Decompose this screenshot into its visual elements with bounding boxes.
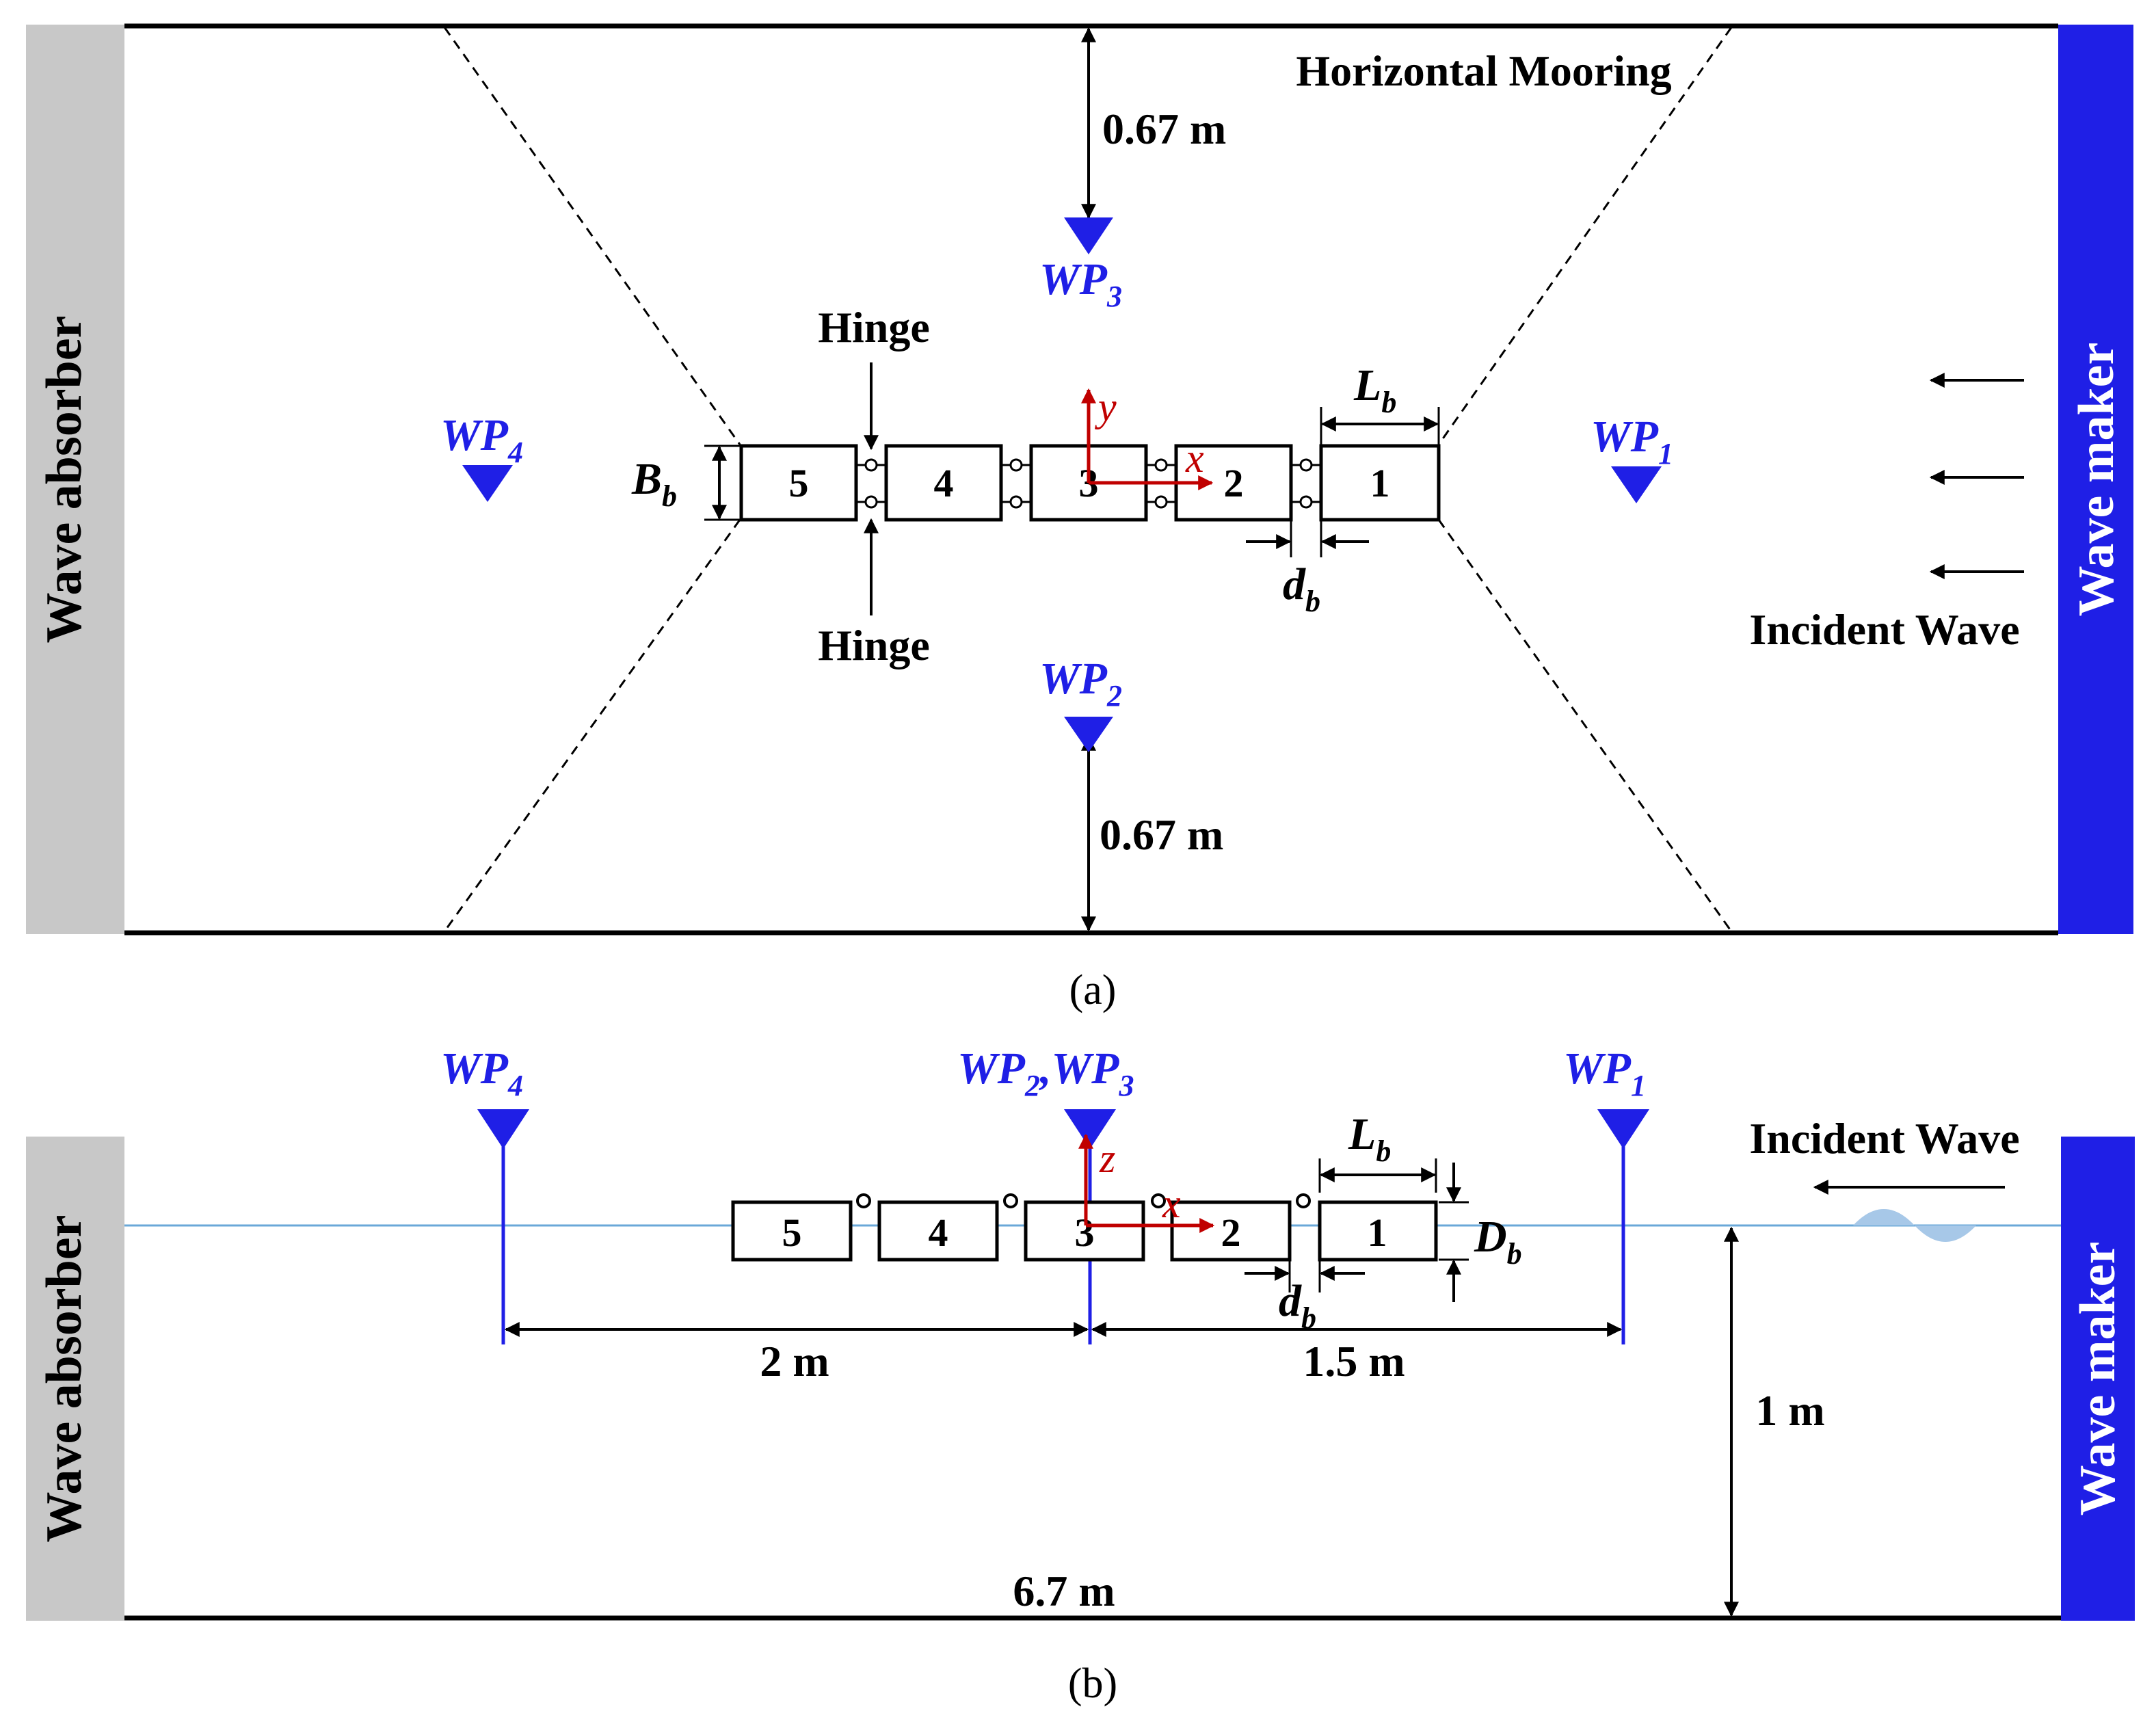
hinge-joint <box>864 495 878 509</box>
mooring-lines <box>443 27 1733 932</box>
wave-absorber-block <box>26 25 124 934</box>
box-numbers-side: 5 4 3 2 1 <box>782 1210 1387 1255</box>
hinge-label-top: Hinge <box>818 303 930 352</box>
svg-text:2: 2 <box>1221 1210 1241 1255</box>
wp3-label: WP3 <box>1039 254 1122 313</box>
svg-text:1: 1 <box>1370 461 1390 505</box>
svg-text:5: 5 <box>782 1210 802 1255</box>
dim-2m-label: 2 m <box>760 1337 829 1385</box>
wave-maker-label: Wave maker <box>2068 343 2125 617</box>
box-1 <box>1319 444 1441 522</box>
box-numbers-top: 5 4 3 2 1 <box>789 461 1390 505</box>
wp1-label: WP1 <box>1591 412 1673 470</box>
incident-wave-label-top: Incident Wave <box>1749 605 2019 654</box>
svg-text:4: 4 <box>929 1210 948 1255</box>
db-label: db <box>1283 559 1320 618</box>
box-4-side <box>877 1200 999 1262</box>
panel-a: Wave absorber Wave maker Horizontal Moor… <box>26 23 2133 1013</box>
dim-top-label: 0.67 m <box>1102 105 1226 153</box>
wp1-label-b: WP1 <box>1563 1044 1646 1102</box>
wp3-marker <box>1064 217 1113 254</box>
axis-y-label: y <box>1094 384 1117 429</box>
panel-b: Wave absorber Wave maker WP4 WP2,WP3 WP1… <box>26 1044 2135 1707</box>
caption-b: (b) <box>1068 1660 1117 1707</box>
caption-a: (a) <box>1069 967 1117 1013</box>
incident-wave-label-b: Incident Wave <box>1749 1114 2019 1163</box>
svg-text:1: 1 <box>1368 1210 1387 1255</box>
lb-label: Lb <box>1353 360 1396 419</box>
bb-label: Bb <box>631 454 677 513</box>
hinge-label-bottom: Hinge <box>818 621 930 669</box>
svg-text:4: 4 <box>934 461 954 505</box>
axis-x-label-b: x <box>1162 1181 1181 1226</box>
hinge-joint <box>1299 458 1313 472</box>
wave-maker-label-b: Wave maker <box>2070 1242 2126 1516</box>
wave-absorber-label: Wave absorber <box>36 316 92 644</box>
wp4-marker-b <box>477 1109 529 1149</box>
Db-label: Db <box>1474 1212 1522 1271</box>
hinge-joint <box>1009 458 1023 472</box>
hinge-joint <box>1296 1193 1311 1208</box>
length-label: 6.7 m <box>1013 1567 1115 1615</box>
hinges-top <box>856 458 1321 509</box>
svg-text:2: 2 <box>1224 461 1244 505</box>
db-label-b: db <box>1279 1276 1316 1335</box>
wp4-label: WP4 <box>440 410 523 469</box>
wp4-label-b: WP4 <box>440 1044 523 1102</box>
depth-label: 1 m <box>1755 1386 1824 1435</box>
wave-absorber-block-b <box>26 1137 124 1621</box>
hinge-joint <box>864 458 878 472</box>
mooring-label: Horizontal Mooring <box>1296 47 1671 95</box>
wp1-marker <box>1611 466 1662 503</box>
wave-absorber-label-b: Wave absorber <box>36 1215 92 1543</box>
hinge-joint <box>1003 1193 1018 1208</box>
incident-wave-arrows <box>1929 373 2024 579</box>
wp2-marker <box>1064 717 1113 752</box>
box-array-side <box>731 1200 1438 1262</box>
dim-bottom-label: 0.67 m <box>1100 810 1223 859</box>
svg-text:5: 5 <box>789 461 809 505</box>
hinge-joint <box>1154 495 1168 509</box>
axis-z-label: z <box>1099 1136 1115 1181</box>
wp23-marker-b <box>1064 1109 1116 1149</box>
dim-1p5m-label: 1.5 m <box>1303 1337 1405 1385</box>
box-5 <box>739 444 858 522</box>
wave-maker-block-b <box>2061 1137 2135 1621</box>
lb-label-b: Lb <box>1348 1109 1391 1168</box>
wp23-label-b: WP2,WP3 <box>957 1044 1134 1102</box>
hinge-joint <box>856 1193 871 1208</box>
incident-wave-shape <box>1853 1209 1976 1242</box>
wp4-marker <box>462 465 513 502</box>
hinge-joint <box>1299 495 1313 509</box>
hinge-joint <box>1151 1193 1166 1208</box>
hinge-joint <box>1154 458 1168 472</box>
box-5-side <box>731 1200 853 1262</box>
hinge-joint <box>1009 495 1023 509</box>
box-4 <box>884 444 1003 522</box>
hinges-side <box>856 1193 1311 1208</box>
axis-x-label: x <box>1185 436 1204 481</box>
box-2-side <box>1170 1200 1292 1262</box>
wave-maker-block <box>2058 25 2133 934</box>
wp2-label: WP2 <box>1039 654 1122 713</box>
box-1-side <box>1318 1200 1438 1262</box>
wp1-marker-b <box>1597 1109 1649 1149</box>
